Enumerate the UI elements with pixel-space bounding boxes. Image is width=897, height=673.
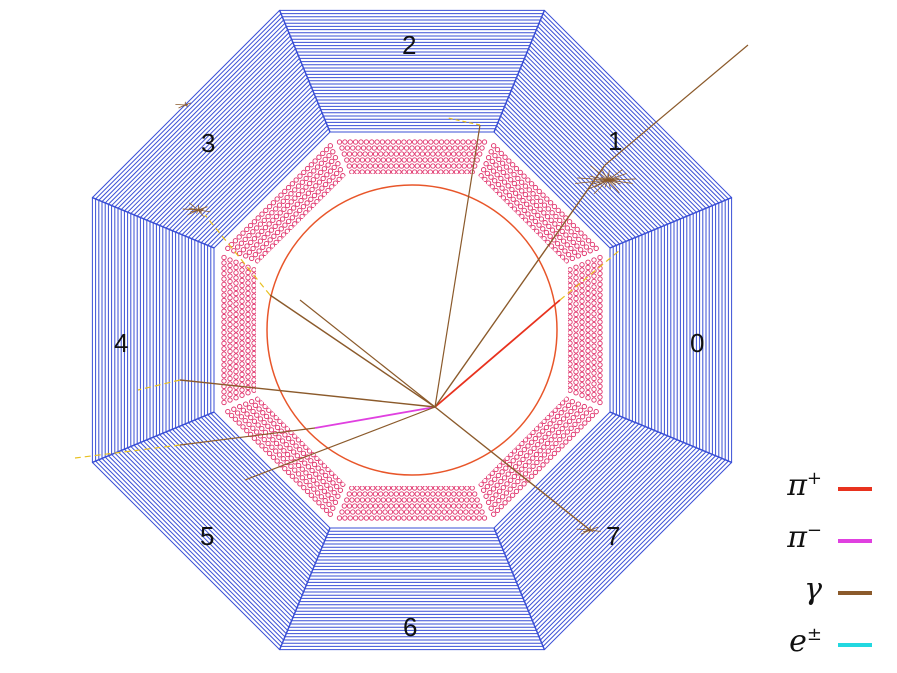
legend-item-pi-plus: π+ [700, 470, 890, 504]
legend-sup: + [806, 468, 822, 489]
legend-sup: ± [806, 624, 822, 645]
sector-label-1: 1 [608, 126, 623, 156]
legend-item-pi-minus: π− [700, 522, 890, 556]
legend-swatch [838, 487, 872, 491]
sector-label-3: 3 [201, 128, 216, 158]
legend-symbol: e [789, 624, 807, 659]
legend-symbol: π [787, 468, 807, 503]
sector-label-2: 2 [402, 30, 417, 60]
legend-swatch [838, 591, 872, 595]
legend-symbol: π [787, 520, 807, 555]
sector-label-5: 5 [200, 521, 215, 551]
legend-item-electron: e± [700, 626, 890, 660]
legend-symbol: γ [804, 572, 822, 607]
legend-swatch [838, 539, 872, 543]
legend-item-gamma: γ [700, 574, 890, 608]
inner-ring [266, 184, 558, 476]
sector-label-7: 7 [606, 521, 621, 551]
legend-sup: − [806, 520, 822, 541]
sector-label-4: 4 [114, 328, 129, 358]
sector-label-6: 6 [403, 612, 418, 642]
sector-label-0: 0 [690, 328, 705, 358]
legend-swatch [838, 643, 872, 647]
particle-tracks [74, 44, 749, 535]
